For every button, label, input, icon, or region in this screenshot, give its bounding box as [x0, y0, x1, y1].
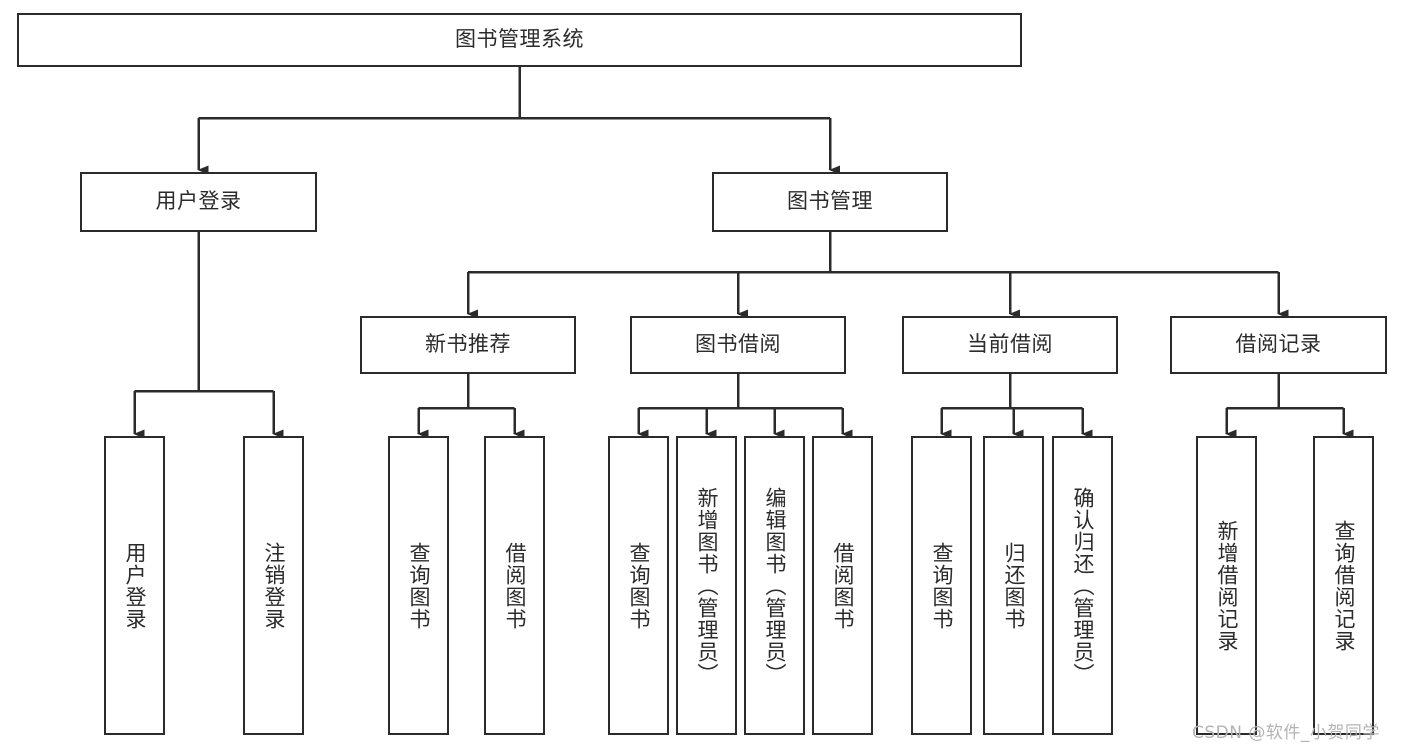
node-label: 借阅图书: [830, 541, 855, 630]
node-leaf-cb-confirm[interactable]: 确认归还（管理员）: [1052, 436, 1113, 735]
node-label: 图书管理: [787, 189, 873, 214]
node-leaf-rec-query[interactable]: 查询图书: [388, 436, 449, 735]
node-label: 借阅图书: [502, 541, 527, 630]
node-leaf-cb-return[interactable]: 归还图书: [983, 436, 1044, 735]
node-leaf-br-query[interactable]: 查询借阅记录: [1313, 436, 1374, 735]
node-leaf-cb-query[interactable]: 查询图书: [911, 436, 972, 735]
node-leaf-br-add[interactable]: 新增借阅记录: [1196, 436, 1257, 735]
node-new-book-rec[interactable]: 新书推荐: [360, 316, 576, 374]
node-label: 用户登录: [122, 541, 147, 630]
node-label: 查询借阅记录: [1331, 519, 1356, 652]
node-label: 图书借阅: [695, 332, 781, 357]
node-borrow-record[interactable]: 借阅记录: [1170, 316, 1387, 374]
node-label: 用户登录: [155, 189, 242, 214]
node-leaf-rec-borrow[interactable]: 借阅图书: [484, 436, 545, 735]
node-leaf-bb-edit[interactable]: 编辑图书（管理员）: [744, 436, 805, 735]
node-label: 新增借阅记录: [1214, 519, 1239, 652]
node-leaf-bb-borrow[interactable]: 借阅图书: [812, 436, 873, 735]
node-label: 新增图书（管理员）: [694, 486, 719, 685]
node-label: 确认归还（管理员）: [1070, 486, 1095, 685]
node-root[interactable]: 图书管理系统: [17, 13, 1022, 67]
connector-layer: [133, 67, 1354, 439]
node-leaf-bb-add[interactable]: 新增图书（管理员）: [676, 436, 737, 735]
node-leaf-user-login[interactable]: 用户登录: [104, 436, 165, 735]
node-label: 当前借阅: [967, 332, 1053, 357]
node-label: 查询图书: [929, 541, 954, 630]
node-label: 查询图书: [626, 541, 651, 630]
node-label: 编辑图书（管理员）: [762, 486, 787, 685]
node-label: 查询图书: [406, 541, 431, 630]
node-current-borrow[interactable]: 当前借阅: [902, 316, 1118, 374]
node-label: 注销登录: [261, 541, 286, 630]
node-book-manage[interactable]: 图书管理: [712, 172, 948, 232]
node-book-borrow[interactable]: 图书借阅: [630, 316, 846, 374]
node-label: 新书推荐: [425, 332, 511, 357]
node-label: 归还图书: [1001, 541, 1026, 630]
node-user-login[interactable]: 用户登录: [80, 172, 317, 232]
node-label: 图书管理系统: [455, 27, 584, 52]
node-leaf-user-logout[interactable]: 注销登录: [243, 436, 304, 735]
node-label: 借阅记录: [1235, 332, 1322, 357]
node-leaf-bb-query[interactable]: 查询图书: [608, 436, 669, 735]
